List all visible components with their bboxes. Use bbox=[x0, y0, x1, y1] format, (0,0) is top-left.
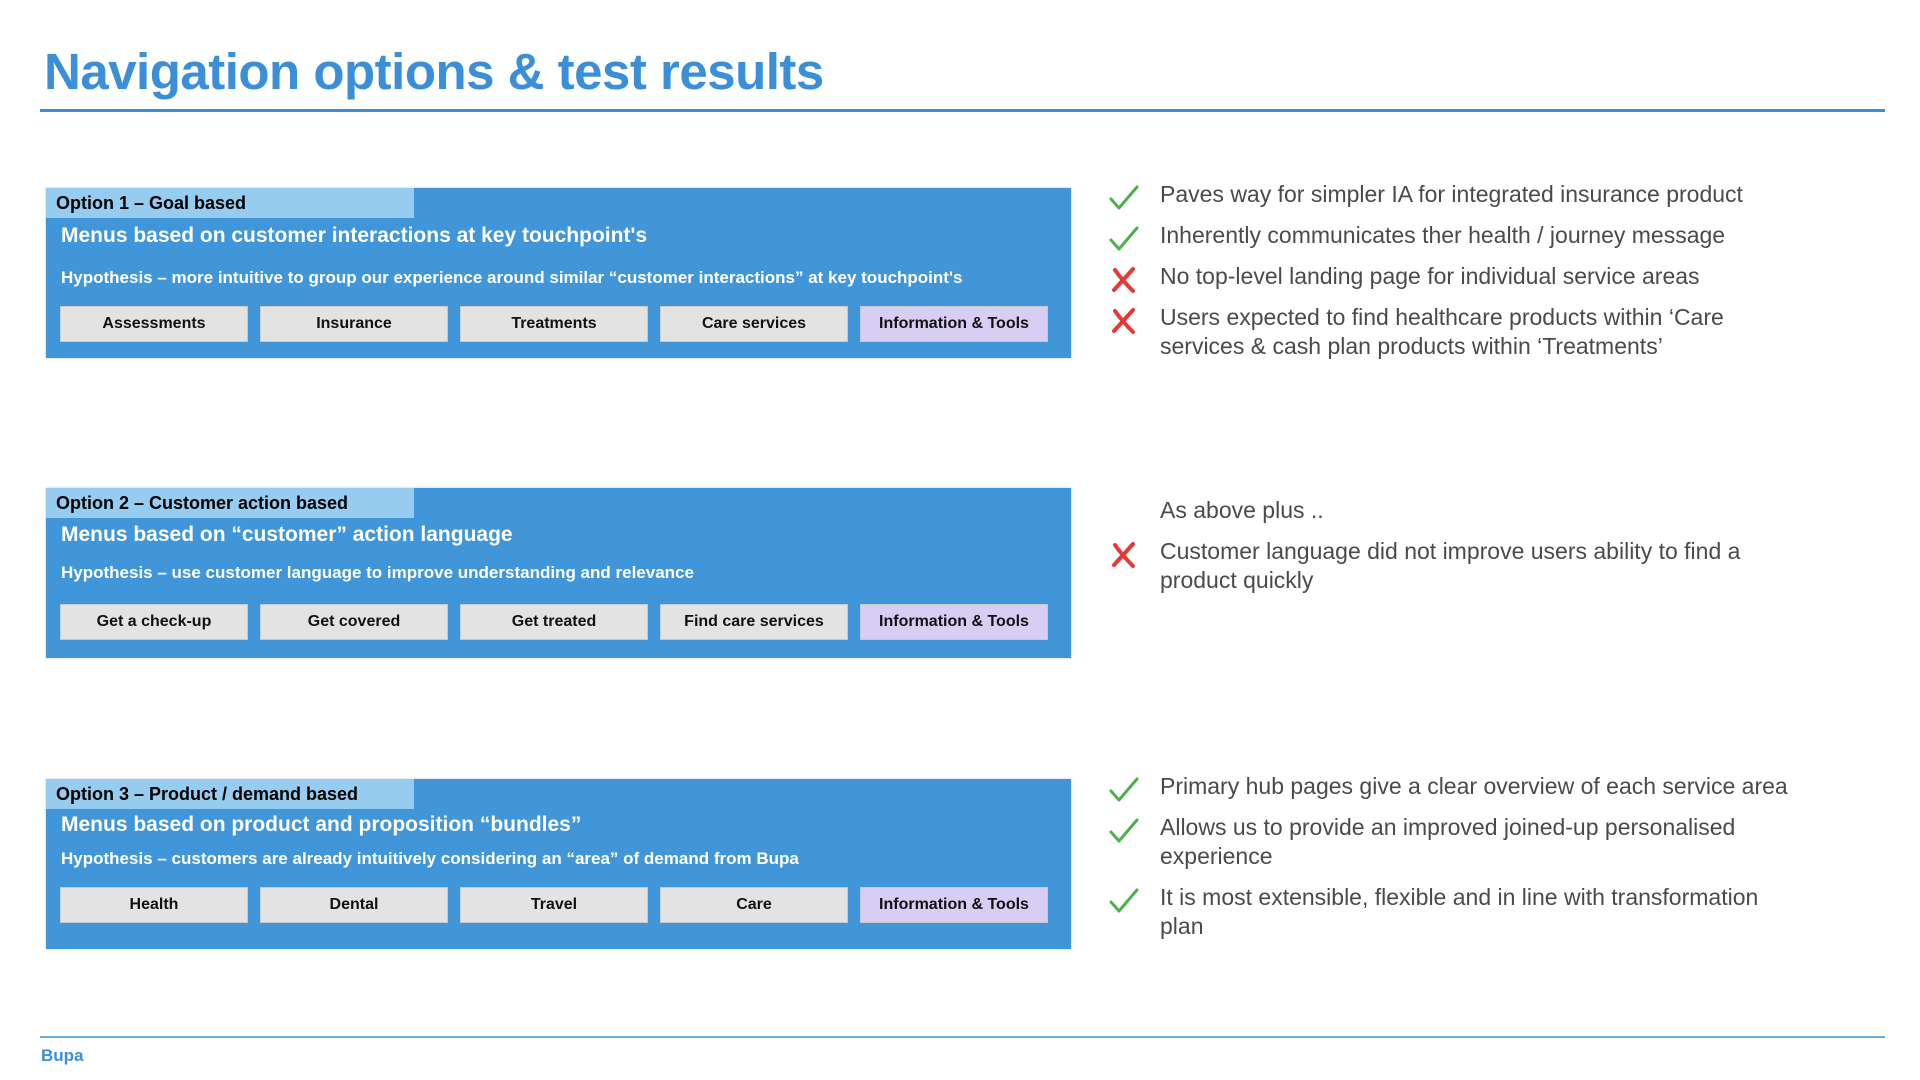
menu-item-get-covered[interactable]: Get covered bbox=[260, 604, 448, 640]
result-item: It is most extensible, flexible and in l… bbox=[1108, 883, 1808, 941]
result-text: Inherently communicates ther health / jo… bbox=[1160, 222, 1726, 248]
result-item: No top-level landing page for individual… bbox=[1108, 262, 1808, 293]
result-text: Paves way for simpler IA for integrated … bbox=[1160, 181, 1743, 207]
cross-icon bbox=[1108, 264, 1140, 296]
menu-item-treatments[interactable]: Treatments bbox=[460, 306, 648, 342]
result-text: It is most extensible, flexible and in l… bbox=[1160, 884, 1759, 939]
cross-icon bbox=[1108, 539, 1140, 571]
menu-item-travel[interactable]: Travel bbox=[460, 887, 648, 923]
check-icon bbox=[1108, 885, 1140, 917]
menu-item-assessments[interactable]: Assessments bbox=[60, 306, 248, 342]
menu-item-information-tools[interactable]: Information & Tools bbox=[860, 306, 1048, 342]
menu-item-care[interactable]: Care bbox=[660, 887, 848, 923]
result-text: Users expected to find healthcare produc… bbox=[1160, 304, 1724, 359]
menu-item-health[interactable]: Health bbox=[60, 887, 248, 923]
result-item: Customer language did not improve users … bbox=[1108, 537, 1808, 595]
option-3-menu: Health Dental Travel Care Information & … bbox=[60, 887, 1048, 923]
option-1-hypothesis: Hypothesis – more intuitive to group our… bbox=[61, 268, 963, 287]
result-item: Users expected to find healthcare produc… bbox=[1108, 303, 1808, 361]
menu-item-find-care-services[interactable]: Find care services bbox=[660, 604, 848, 640]
result-text: Primary hub pages give a clear overview … bbox=[1160, 773, 1788, 799]
result-text: No top-level landing page for individual… bbox=[1160, 263, 1700, 289]
check-icon bbox=[1108, 223, 1140, 255]
option-2-tag: Option 2 – Customer action based bbox=[46, 488, 414, 518]
menu-item-information-tools[interactable]: Information & Tools bbox=[860, 604, 1048, 640]
menu-item-insurance[interactable]: Insurance bbox=[260, 306, 448, 342]
result-item: Inherently communicates ther health / jo… bbox=[1108, 221, 1808, 251]
check-icon bbox=[1108, 815, 1140, 847]
option-3-tag: Option 3 – Product / demand based bbox=[46, 779, 414, 809]
result-text: Customer language did not improve users … bbox=[1160, 538, 1741, 593]
option-2-panel: Option 2 – Customer action based Menus b… bbox=[46, 488, 1071, 658]
option-1-panel: Option 1 – Goal based Menus based on cus… bbox=[46, 188, 1071, 358]
option-3-results: Primary hub pages give a clear overview … bbox=[1108, 772, 1808, 953]
result-text: As above plus .. bbox=[1160, 497, 1324, 523]
option-3-hypothesis: Hypothesis – customers are already intui… bbox=[61, 849, 799, 868]
option-1-tag: Option 1 – Goal based bbox=[46, 188, 414, 218]
option-1-menu: Assessments Insurance Treatments Care se… bbox=[60, 306, 1048, 342]
check-icon bbox=[1108, 774, 1140, 806]
menu-item-care-services[interactable]: Care services bbox=[660, 306, 848, 342]
option-1-heading: Menus based on customer interactions at … bbox=[61, 224, 648, 247]
menu-item-dental[interactable]: Dental bbox=[260, 887, 448, 923]
option-2-heading: Menus based on “customer” action languag… bbox=[61, 523, 513, 546]
result-item: Allows us to provide an improved joined-… bbox=[1108, 813, 1808, 871]
menu-item-get-treated[interactable]: Get treated bbox=[460, 604, 648, 640]
result-item: Primary hub pages give a clear overview … bbox=[1108, 772, 1808, 802]
footer-divider bbox=[40, 1036, 1885, 1038]
check-icon bbox=[1108, 182, 1140, 214]
footer-brand: Bupa bbox=[41, 1046, 84, 1065]
option-3-heading: Menus based on product and proposition “… bbox=[61, 813, 582, 836]
option-2-menu: Get a check-up Get covered Get treated F… bbox=[60, 604, 1048, 640]
page-title: Navigation options & test results bbox=[44, 43, 824, 100]
result-item: Paves way for simpler IA for integrated … bbox=[1108, 180, 1808, 210]
menu-item-get-check-up[interactable]: Get a check-up bbox=[60, 604, 248, 640]
option-2-results: As above plus .. Customer language did n… bbox=[1108, 496, 1808, 607]
option-3-panel: Option 3 – Product / demand based Menus … bbox=[46, 779, 1071, 949]
menu-item-information-tools[interactable]: Information & Tools bbox=[860, 887, 1048, 923]
cross-icon bbox=[1108, 305, 1140, 337]
result-item: As above plus .. bbox=[1108, 496, 1808, 525]
option-2-hypothesis: Hypothesis – use customer language to im… bbox=[61, 563, 694, 582]
option-1-results: Paves way for simpler IA for integrated … bbox=[1108, 180, 1808, 373]
title-divider bbox=[40, 109, 1885, 112]
result-text: Allows us to provide an improved joined-… bbox=[1160, 814, 1736, 869]
